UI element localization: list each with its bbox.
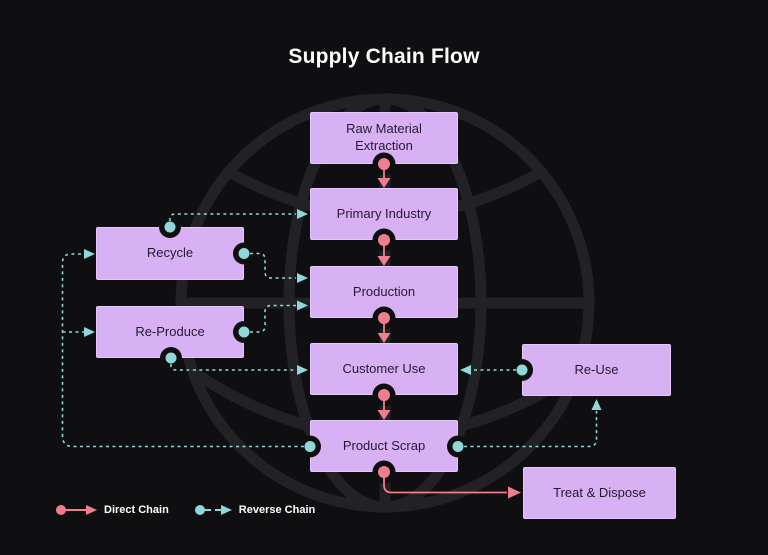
node-recycle: Recycle	[96, 227, 244, 280]
page-title: Supply Chain Flow	[288, 45, 480, 68]
node-treat-dispose: Treat & Dispose	[523, 467, 676, 519]
legend-direct-label: Direct Chain	[104, 504, 169, 516]
node-production: Production	[310, 266, 458, 318]
node-re-produce: Re-Produce	[96, 306, 244, 358]
direct-chain-arrow-icon	[86, 505, 97, 515]
node-product-scrap: Product Scrap	[310, 420, 458, 472]
direct-chain-line-icon	[66, 509, 86, 511]
reverse-chain-arrow-icon	[220, 505, 232, 515]
legend-direct-chain: Direct Chain	[56, 504, 185, 516]
reverse-chain-dot-icon	[194, 505, 205, 515]
node-primary-industry: Primary Industry	[310, 188, 458, 240]
legend-reverse-label: Reverse Chain	[238, 504, 316, 516]
node-raw-material-extraction: Raw Material Extraction	[310, 112, 458, 164]
node-customer-use: Customer Use	[310, 343, 458, 395]
legend-reverse-chain: Reverse Chain	[194, 504, 331, 516]
reverse-chain-line-icon	[204, 509, 221, 511]
direct-chain-dot-icon	[56, 505, 66, 515]
node-re-use: Re-Use	[522, 344, 671, 396]
legend: Direct Chain Reverse Chain	[56, 504, 331, 516]
